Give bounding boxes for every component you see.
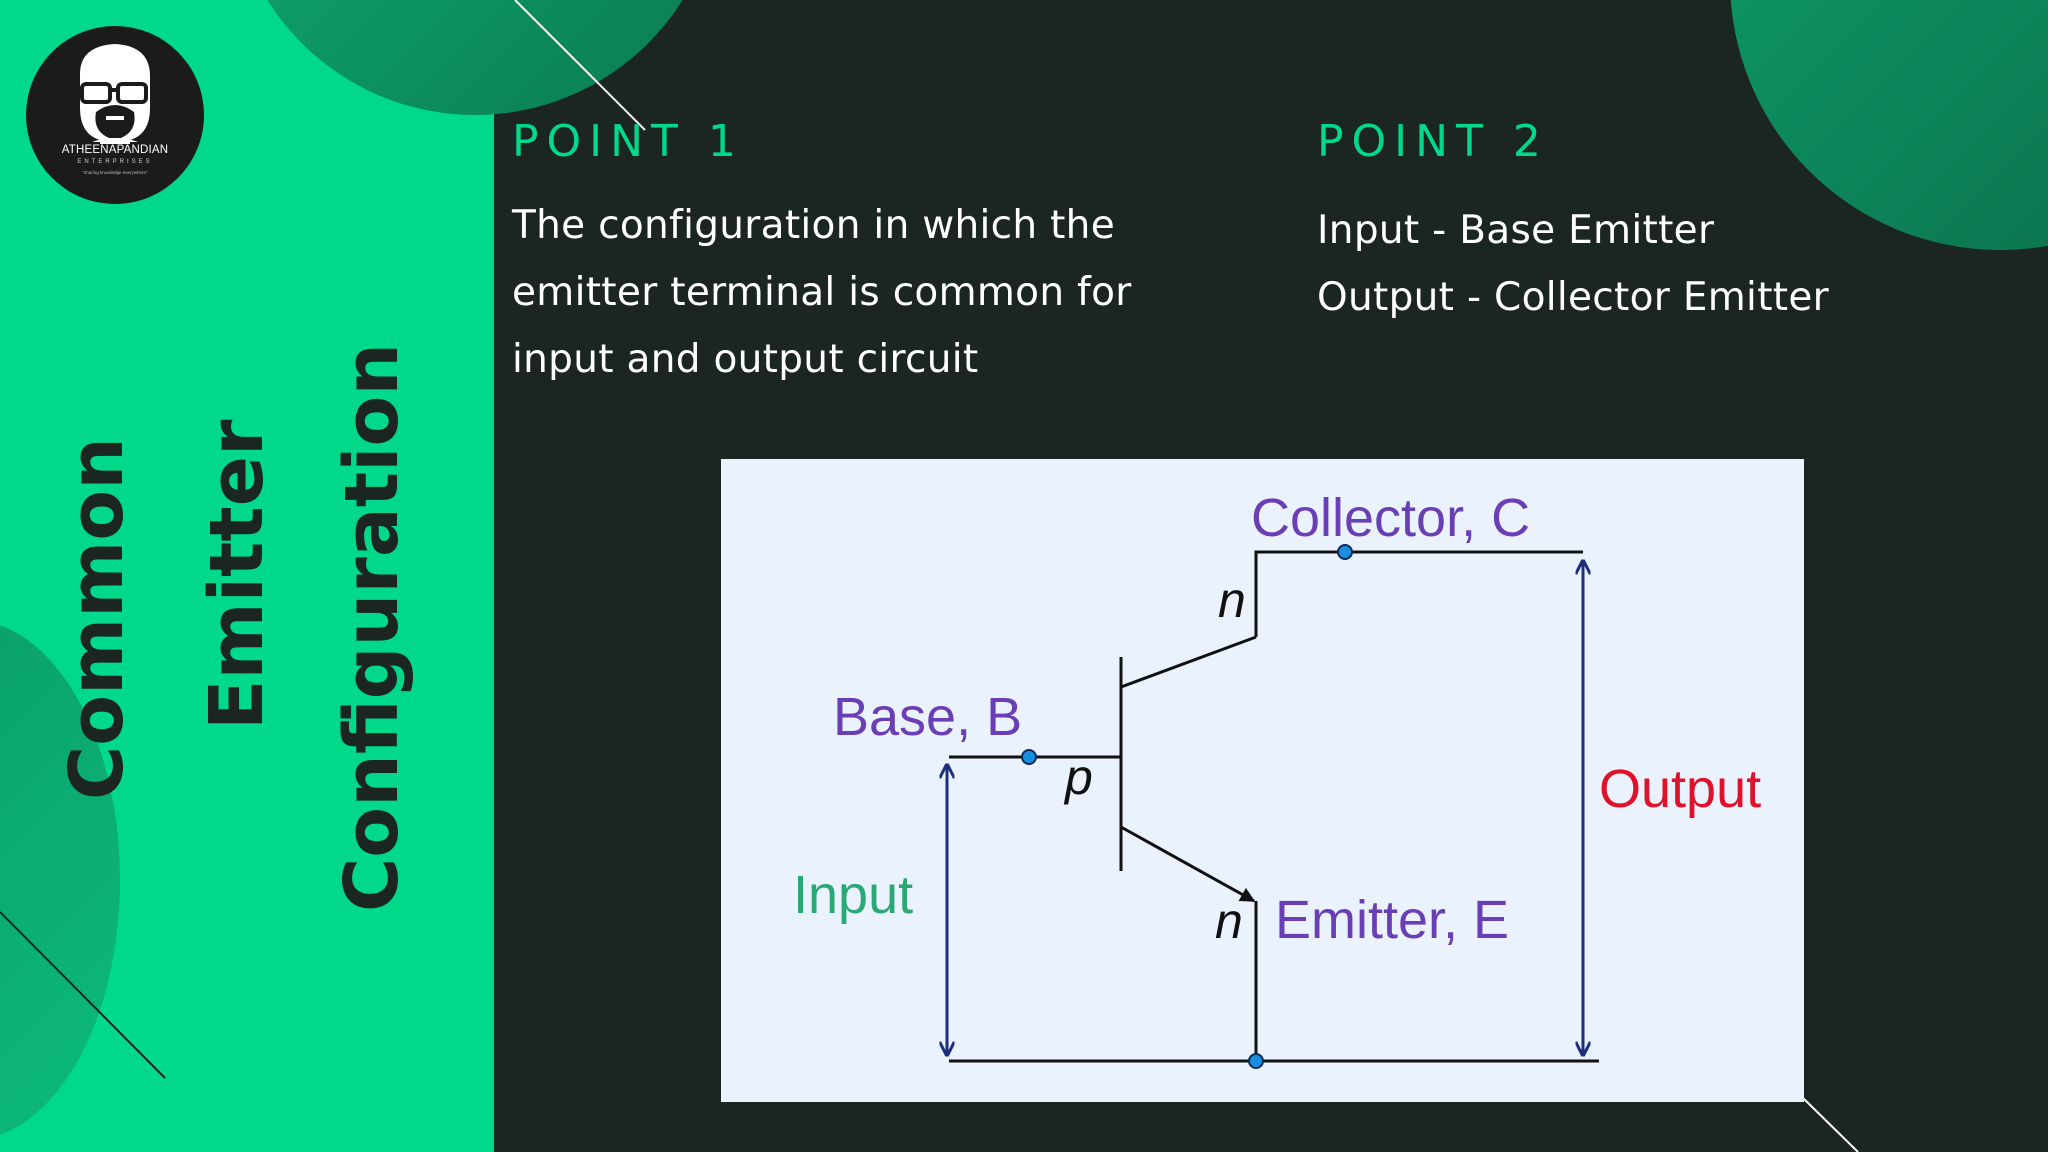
title-line-emitter: Emitter: [194, 419, 280, 730]
emitter-arrow: [1120, 825, 1256, 903]
point1-line: input and output circuit: [512, 337, 979, 382]
point1-heading: POINT 1: [512, 116, 744, 167]
collector-terminal-dot: [1337, 544, 1353, 560]
transistor-diagram: Collector, C Base, B Emitter, E Input Ou…: [721, 459, 1804, 1102]
logo-sub-text: ENTERPRISES: [77, 159, 153, 165]
title-line-configuration: Configuration: [329, 342, 415, 912]
input-label: Input: [793, 865, 913, 925]
decorative-line: [1802, 1097, 1859, 1152]
circuit-schematic: Collector, C Base, B Emitter, E Input Ou…: [793, 488, 1761, 1069]
n-region-label: n: [1215, 893, 1243, 949]
face-icon: [80, 44, 150, 144]
point2-body: Input - Base Emitter Output - Collector …: [1317, 197, 2017, 331]
point2-line: Output - Collector Emitter: [1317, 275, 1830, 320]
collector-lead: [1254, 550, 1583, 637]
emitter-terminal-dot: [1248, 1053, 1264, 1069]
output-label: Output: [1599, 759, 1761, 819]
base-label: Base, B: [833, 687, 1022, 747]
point1-line: emitter terminal is common for: [512, 270, 1132, 315]
point1-line: The configuration in which the: [512, 203, 1115, 248]
decorative-line: [514, 0, 646, 131]
collector-label: Collector, C: [1251, 488, 1530, 548]
p-region-label: p: [1063, 749, 1093, 805]
title-line-common: Common: [54, 437, 140, 800]
logo-brand-text: ATHEENAPANDIAN: [61, 144, 169, 156]
point1-body: The configuration in which the emitter t…: [512, 192, 1312, 393]
point2-line: Input - Base Emitter: [1317, 208, 1715, 253]
n-region-label: n: [1218, 572, 1246, 628]
collector-diagonal: [1120, 635, 1257, 689]
logo-tagline: "sharing knowledge everywhere": [82, 170, 148, 175]
brand-logo: ATHEENAPANDIAN ENTERPRISES "sharing know…: [26, 26, 204, 204]
point2-heading: POINT 2: [1317, 116, 1549, 167]
base-terminal-dot: [1021, 749, 1037, 765]
emitter-label: Emitter, E: [1275, 890, 1509, 950]
